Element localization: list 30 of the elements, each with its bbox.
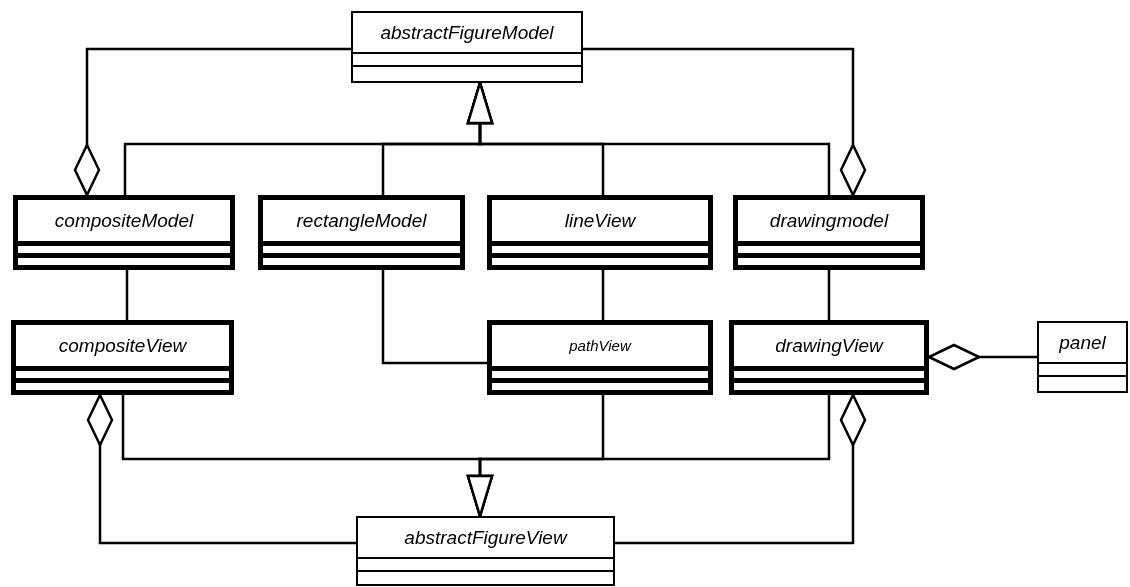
aggregation-line [615, 393, 867, 545]
class-box [356, 516, 615, 586]
class-name: pathView [569, 337, 631, 354]
class-box [11, 320, 234, 395]
aggregation-line [583, 47, 867, 197]
generalization-arrow [466, 395, 831, 518]
class-box [1037, 321, 1128, 393]
class-box [487, 320, 713, 395]
aggregation-line [86, 393, 356, 545]
association-line [601, 270, 605, 320]
class-box [733, 195, 925, 270]
aggregation-line [927, 343, 1037, 371]
class-box [487, 195, 713, 270]
class-name: panel [1059, 331, 1106, 354]
class-box [258, 195, 465, 270]
class-name: drawingmodel [769, 209, 889, 232]
class-name: abstractFigureView [404, 526, 567, 549]
class-name: abstractFigureModel [380, 21, 554, 44]
class-name: drawingView [775, 334, 883, 357]
class-name: rectangleModel [296, 209, 427, 232]
association-line [125, 270, 129, 320]
class-name: compositeView [58, 334, 187, 357]
association-line [381, 270, 487, 365]
class-name: compositeModel [54, 209, 194, 232]
association-line [827, 270, 831, 320]
aggregation-line [73, 47, 351, 197]
class-box [351, 11, 583, 83]
class-box [729, 320, 929, 395]
class-name: lineView [564, 209, 636, 232]
class-box [13, 195, 235, 270]
